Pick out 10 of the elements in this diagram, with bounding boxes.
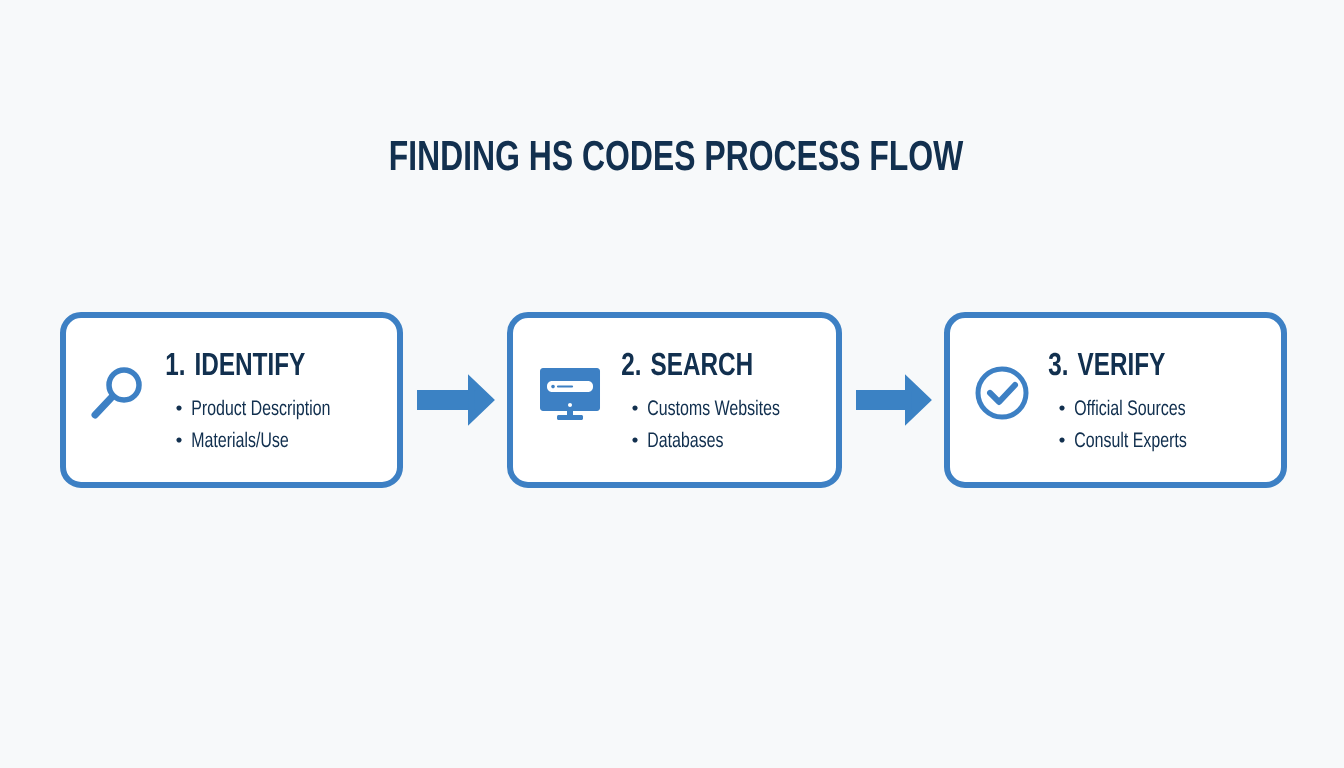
bullet-item: Databases [648, 431, 723, 448]
step-heading: 3. VERIFY [1048, 352, 1165, 376]
bullet-item: Materials/Use [192, 431, 289, 448]
bullet-item: Consult Experts [1075, 431, 1187, 452]
bullet-item: Product Description [192, 399, 330, 420]
title: FINDING HS CODES PROCESS FLOW [390, 140, 964, 171]
step-heading: 1. IDENTIFY [166, 353, 305, 375]
step-heading: 2. SEARCH [622, 352, 752, 376]
bullet-item: Customs Websites [648, 399, 780, 416]
bullet-item: Official Sources [1074, 399, 1186, 416]
